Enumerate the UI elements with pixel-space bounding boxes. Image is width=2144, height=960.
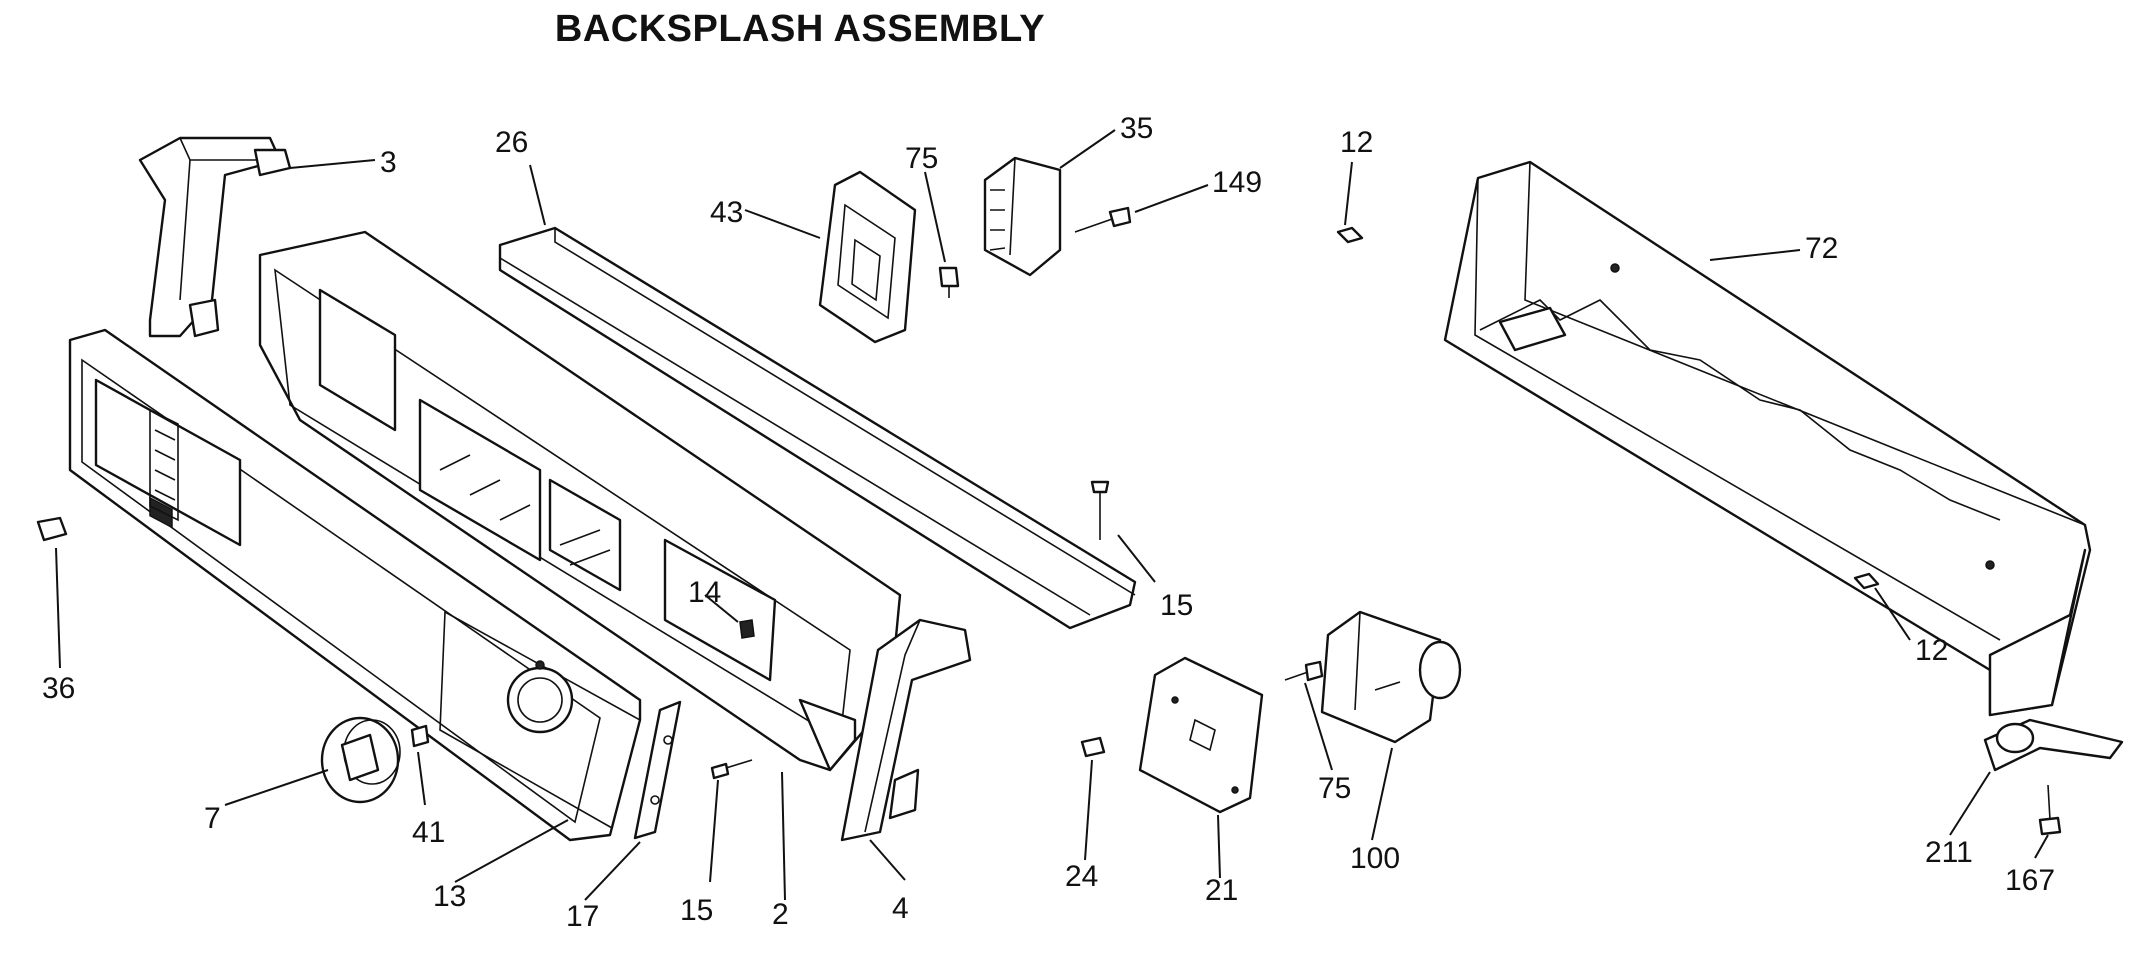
part-13-control-panel [68,328,642,842]
part-100-timer [1320,610,1462,744]
label-part-43: 43 [710,196,743,229]
label-part-100: 100 [1350,842,1400,875]
part-4-right-end-cap [840,618,972,842]
diagram-title: BACKSPLASH ASSEMBLY [554,8,1046,50]
label-part-12-upper: 12 [1340,126,1373,159]
label-part-211: 211 [1925,836,1973,869]
label-part-75-upper: 75 [905,142,938,175]
part-3-left-end-cap [138,136,292,338]
part-149-screw [1074,206,1132,233]
part-72-rear-housing [1443,160,2092,717]
label-part-167: 167 [2005,864,2055,897]
leader-lines [55,129,2049,901]
part-211-bracket [1983,718,2124,772]
label-part-21: 21 [1205,874,1238,907]
part-24-nut [1080,736,1106,758]
label-part-149: 149 [1212,166,1262,199]
part-12-clip-upper [1336,226,1364,244]
label-part-14: 14 [688,576,721,609]
part-15-screw-upper [1090,480,1110,540]
label-part-24: 24 [1065,860,1098,893]
label-part-36: 36 [42,672,75,705]
label-part-75-lower: 75 [1318,772,1351,805]
part-167-screw [2038,784,2062,836]
part-35-switch [983,156,1062,277]
label-part-4: 4 [892,892,909,925]
part-21-plate [1138,656,1264,814]
part-12-clip-lower [1853,572,1880,590]
label-part-3: 3 [380,146,397,179]
label-part-7: 7 [204,802,221,835]
part-26-top-trim [498,226,1137,630]
part-17-bracket [633,700,682,840]
part-36-cap [36,516,68,542]
part-7-knob [320,716,401,804]
part-2-frame [258,230,902,772]
label-part-72: 72 [1805,232,1838,265]
label-part-2: 2 [772,898,789,931]
label-part-41: 41 [412,816,445,849]
part-41-spring [410,724,430,748]
part-14-clip [739,619,755,639]
label-part-15-upper: 15 [1160,589,1193,622]
part-15-screw-lower [710,759,753,780]
part-43-bracket [818,170,917,344]
label-part-35: 35 [1120,112,1153,145]
label-part-13: 13 [433,880,466,913]
part-75-screw-upper [938,266,960,298]
label-part-17: 17 [566,900,599,933]
part-75-screw-lower [1284,660,1324,682]
label-part-26: 26 [495,126,528,159]
part-labels: 3 26 43 75 35 149 12 72 36 14 15 12 7 41… [42,112,2055,933]
label-part-12-lower: 12 [1915,634,1948,667]
label-part-15-lower: 15 [680,894,713,927]
